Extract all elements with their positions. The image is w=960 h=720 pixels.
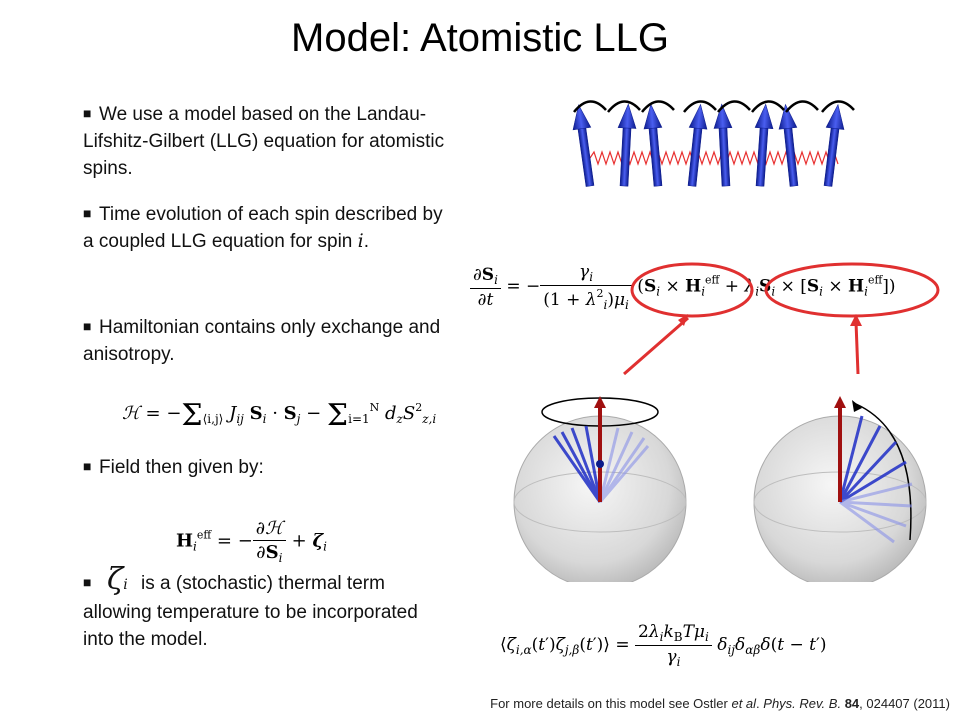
reference-footer: For more details on this model see Ostle… [490, 696, 950, 711]
spin-chain-diagram [572, 100, 855, 187]
bullet-text: Time evolution of each spin described by… [83, 204, 443, 252]
slide-title: Model: Atomistic LLG [291, 16, 669, 60]
llg-equation: ∂Si∂t = −γi(1 + λ2i)μi (Si × Hieff + λiS… [470, 262, 896, 312]
bullet-thermal: ■ ζi is a (stochastic) thermal term allow… [83, 565, 448, 653]
precession-arrows [573, 100, 855, 113]
zeta-symbol: ζi [107, 562, 128, 597]
bullet-icon: ■ [83, 458, 92, 474]
bullet-icon: ■ [83, 318, 92, 334]
spin-arrows [572, 103, 845, 187]
effective-field-equation: Hieff = −∂ℋ∂Si + ζi [176, 518, 327, 565]
exchange-springs [589, 150, 839, 166]
bullet-time-evolution: ■Time evolution of each spin described b… [83, 200, 448, 313]
bullet-text: Field then given by: [99, 457, 264, 478]
damping-term-highlight [764, 262, 940, 318]
bullet-text: Hamiltonian contains only exchange and a… [83, 317, 441, 365]
bullet-field: ■ Field then given by: [83, 453, 448, 566]
damping-sphere [753, 396, 927, 582]
hamiltonian-equation: ℋ = −Σ⟨i,j⟩ Jij Si · Sj − Σi=1N dzS2z,i [122, 398, 437, 433]
bullet-text-end: . [363, 231, 369, 252]
precession-term-highlight [630, 262, 754, 318]
bullet-icon: ■ [83, 205, 92, 221]
bullet-list: ■We use a model based on the Landau-Lifs… [83, 100, 448, 653]
bullet-icon: ■ [83, 105, 92, 121]
spin-index: i [357, 230, 364, 252]
bullet-text: is a (stochastic) thermal term allowing … [83, 573, 418, 650]
bullet-hamiltonian: ■Hamiltonian contains only exchange and … [83, 313, 448, 453]
precession-sphere [513, 396, 687, 582]
term-highlights [623, 262, 940, 376]
spin-dynamics-spheres [513, 396, 927, 582]
bullet-text: We use a model based on the Landau-Lifsh… [83, 104, 445, 179]
bullet-icon: ■ [83, 574, 92, 590]
bullet-model: ■We use a model based on the Landau-Lifs… [83, 100, 448, 200]
